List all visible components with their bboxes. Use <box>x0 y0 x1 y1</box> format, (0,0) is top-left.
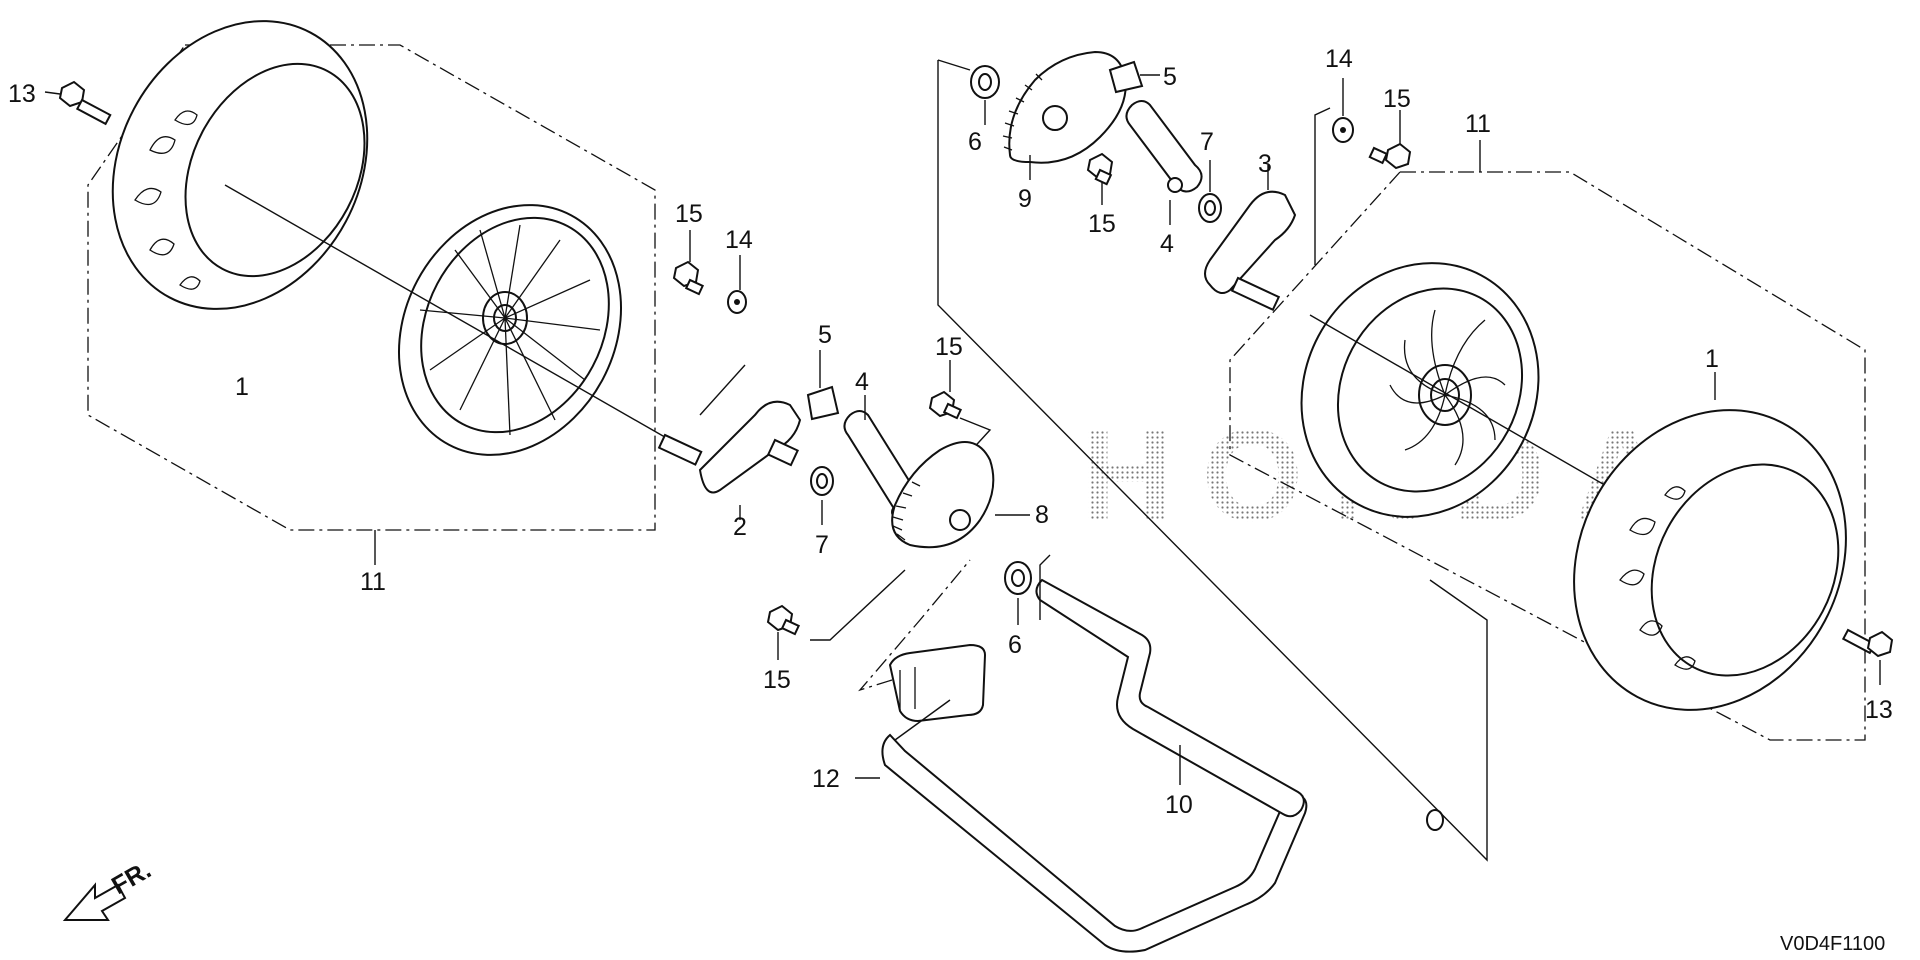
callout-11-right: 11 <box>1465 110 1491 138</box>
callout-4-a: 4 <box>855 368 869 396</box>
callout-4-b: 4 <box>1160 230 1174 258</box>
left-wheel-bolt <box>44 80 112 126</box>
left-wheel-assembly <box>44 20 671 565</box>
left-adjuster-group <box>657 230 1032 660</box>
callout-7-a: 7 <box>815 531 829 559</box>
callout-5-b: 5 <box>1163 63 1177 91</box>
callout-6-b: 6 <box>968 128 982 156</box>
callout-1-right: 1 <box>1705 345 1719 373</box>
drawing-code: V0D4F1100 <box>1780 933 1885 955</box>
callouts: 13 1 11 15 14 5 4 15 2 7 8 15 6 12 10 5 … <box>8 45 1893 819</box>
callout-3: 3 <box>1258 150 1272 178</box>
callout-15-e: 15 <box>1383 85 1411 113</box>
callout-1-left: 1 <box>235 373 249 401</box>
frame-and-shaft <box>855 554 1444 953</box>
left-wheel-rim <box>398 204 622 456</box>
right-wheel-assembly <box>1229 140 1894 741</box>
left-tire <box>111 20 369 310</box>
callout-6-a: 6 <box>1008 631 1022 659</box>
callout-13-left: 13 <box>8 80 36 108</box>
right-adjuster-group <box>937 50 1488 862</box>
callout-15-c: 15 <box>763 666 791 694</box>
callout-2: 2 <box>733 513 747 541</box>
callout-8: 8 <box>1035 501 1049 529</box>
callout-5-a: 5 <box>818 321 832 349</box>
callout-12: 12 <box>812 765 840 793</box>
right-tire <box>1573 372 1847 711</box>
callout-7-b: 7 <box>1200 128 1214 156</box>
right-wheel-rim <box>1300 262 1540 518</box>
callout-13-right: 13 <box>1865 696 1893 724</box>
front-arrow-icon <box>62 882 127 921</box>
callout-11-left: 11 <box>360 568 386 596</box>
callout-10: 10 <box>1165 791 1193 819</box>
callout-15-a: 15 <box>675 200 703 228</box>
front-direction-indicator: FR. <box>62 856 156 921</box>
right-wheel-bolt <box>1841 628 1894 685</box>
callout-15-b: 15 <box>935 333 963 361</box>
callout-15-d: 15 <box>1088 210 1116 238</box>
callout-9: 9 <box>1018 185 1032 213</box>
callout-14-b: 14 <box>1325 45 1353 73</box>
callout-14-a: 14 <box>725 226 753 254</box>
